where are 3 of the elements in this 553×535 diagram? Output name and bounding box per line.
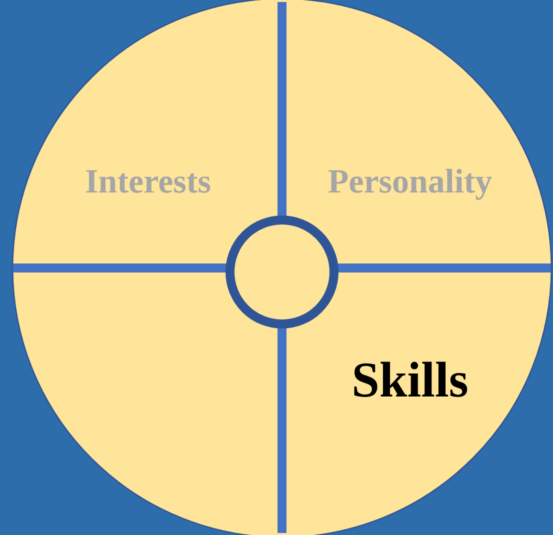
- quadrant-label: Skills: [352, 352, 468, 408]
- quadrant-label: Interests: [85, 163, 211, 201]
- quadrant-label: Personality: [328, 163, 492, 201]
